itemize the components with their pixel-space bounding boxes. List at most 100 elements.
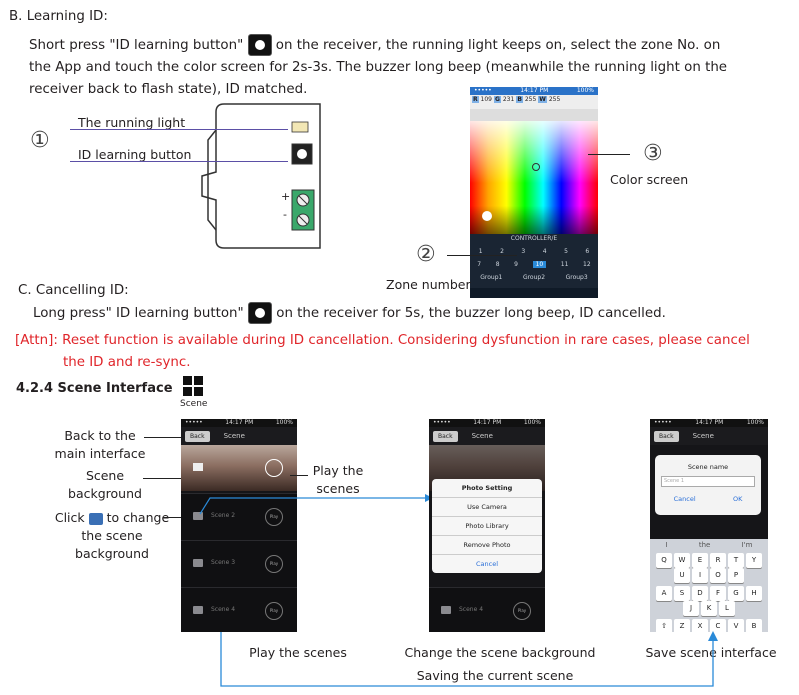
- zone-10[interactable]: 10: [532, 261, 547, 268]
- zone-number-label: Zone number: [386, 277, 471, 292]
- key-t[interactable]: T: [728, 553, 744, 568]
- scene-background-label: Scene background: [68, 468, 142, 501]
- rgbw-b: B 255: [516, 96, 537, 103]
- key-u[interactable]: U: [674, 568, 690, 583]
- key-v[interactable]: V: [728, 619, 744, 632]
- play-button[interactable]: Play: [265, 602, 283, 620]
- key-k[interactable]: K: [701, 601, 717, 616]
- color-wheel-area[interactable]: [470, 121, 598, 234]
- key-q[interactable]: Q: [656, 553, 672, 568]
- camera-icon[interactable]: [193, 559, 203, 567]
- dialog-cancel-button[interactable]: Cancel: [673, 495, 696, 503]
- key-e[interactable]: E: [692, 553, 708, 568]
- scene-name-dialog: Scene name Scene 1 Cancel OK: [655, 455, 761, 515]
- back-button[interactable]: Back: [185, 430, 210, 442]
- zone-12[interactable]: 12: [583, 261, 591, 268]
- camera-icon[interactable]: [193, 463, 203, 471]
- zone-3[interactable]: 3: [521, 248, 526, 255]
- scene-tile-3[interactable]: Scene 3 Play: [181, 540, 297, 587]
- photo-cancel-button[interactable]: Cancel: [475, 560, 499, 568]
- play-button[interactable]: Play: [265, 508, 283, 526]
- key-f[interactable]: F: [710, 586, 726, 601]
- zone-1[interactable]: 1: [478, 248, 483, 255]
- rgbw-w: W 255: [538, 96, 561, 103]
- key-o[interactable]: O: [710, 568, 726, 583]
- remove-photo-option[interactable]: Remove Photo: [432, 536, 542, 555]
- rgbw-g: G 231: [494, 96, 515, 103]
- photo-setting-title: Photo Setting: [432, 479, 542, 498]
- zone-7[interactable]: 7: [477, 261, 482, 268]
- learning-heading: B. Learning ID:: [9, 9, 108, 24]
- terminal-plus: +: [281, 190, 291, 203]
- key-i[interactable]: I: [692, 568, 708, 583]
- play-button[interactable]: Play: [265, 555, 283, 573]
- key-l[interactable]: L: [719, 601, 735, 616]
- zone-9[interactable]: 9: [514, 261, 518, 268]
- brightness-sliders[interactable]: [470, 109, 598, 121]
- dialog-ok-button[interactable]: OK: [732, 495, 743, 503]
- camera-icon: [441, 606, 451, 614]
- caption-save-scene: Save scene interface: [645, 645, 777, 660]
- camera-icon[interactable]: [193, 606, 203, 614]
- key-p[interactable]: P: [728, 568, 744, 583]
- group-2[interactable]: Group2: [522, 274, 546, 281]
- shift-key[interactable]: ⇧: [656, 619, 672, 632]
- zone-4[interactable]: 4: [542, 248, 547, 255]
- group-3[interactable]: Group3: [565, 274, 588, 281]
- groups-row: Group1 Group2 Group3: [470, 274, 598, 281]
- zone-8[interactable]: 8: [495, 261, 500, 268]
- play-button: Play: [513, 602, 531, 620]
- app-tabbar[interactable]: [470, 288, 598, 298]
- key-w[interactable]: W: [674, 553, 690, 568]
- change-background-arrow: [199, 494, 433, 515]
- caption-change-background: Change the scene background: [404, 645, 596, 660]
- zone-5[interactable]: 5: [564, 248, 568, 255]
- color-picker-cursor[interactable]: [532, 163, 540, 171]
- key-g[interactable]: G: [728, 586, 744, 601]
- scene-icon-label: Scene: [180, 399, 208, 409]
- key-y[interactable]: Y: [746, 553, 762, 568]
- status-time: 14:17 PM: [520, 87, 549, 94]
- photo-library-option[interactable]: Photo Library: [432, 517, 542, 536]
- key-z[interactable]: Z: [674, 619, 690, 632]
- id-learning-button-label: ID learning button: [78, 147, 192, 162]
- key-x[interactable]: X: [692, 619, 708, 632]
- scene-1-background[interactable]: [181, 445, 297, 491]
- use-camera-option[interactable]: Use Camera: [432, 498, 542, 517]
- key-b[interactable]: B: [746, 619, 762, 632]
- scene-title: Scene: [692, 432, 714, 440]
- camera-icon[interactable]: [193, 512, 203, 520]
- click-pointer: [163, 517, 187, 518]
- key-d[interactable]: D: [692, 586, 708, 601]
- key-h[interactable]: H: [746, 586, 762, 601]
- back-button[interactable]: Back: [433, 430, 458, 442]
- zone-2[interactable]: 2: [500, 248, 504, 255]
- rgbw-r: R 109: [472, 96, 492, 103]
- scene-name-input[interactable]: Scene 1: [661, 476, 755, 487]
- keyboard-row-3: ⇧ZXCVBNM⌫: [650, 619, 768, 632]
- zone-11[interactable]: 11: [560, 261, 569, 268]
- key-c[interactable]: C: [710, 619, 726, 632]
- key-a[interactable]: A: [656, 586, 672, 601]
- learning-line-1: Short press "ID learning button" on the …: [29, 34, 720, 56]
- key-j[interactable]: J: [683, 601, 699, 616]
- click-pre: Click: [54, 510, 85, 525]
- scene-label: Scene 3: [211, 559, 236, 566]
- zones-row-2: 7 8 9 10 11 12: [470, 261, 598, 268]
- back-button[interactable]: Back: [654, 430, 679, 442]
- learning-line-3: receiver back to flash state), ID matche…: [29, 82, 308, 97]
- group-1[interactable]: Group1: [480, 274, 503, 281]
- palette-icon[interactable]: [482, 211, 492, 221]
- zone-6[interactable]: 6: [585, 248, 590, 255]
- id-learning-button-icon: [247, 34, 272, 56]
- photo-setting-sheet: Photo Setting Use Camera Photo Library R…: [432, 479, 542, 573]
- key-r[interactable]: R: [710, 553, 726, 568]
- key-s[interactable]: S: [674, 586, 690, 601]
- play-button[interactable]: [265, 459, 283, 477]
- zone-number-pointer: [447, 255, 517, 256]
